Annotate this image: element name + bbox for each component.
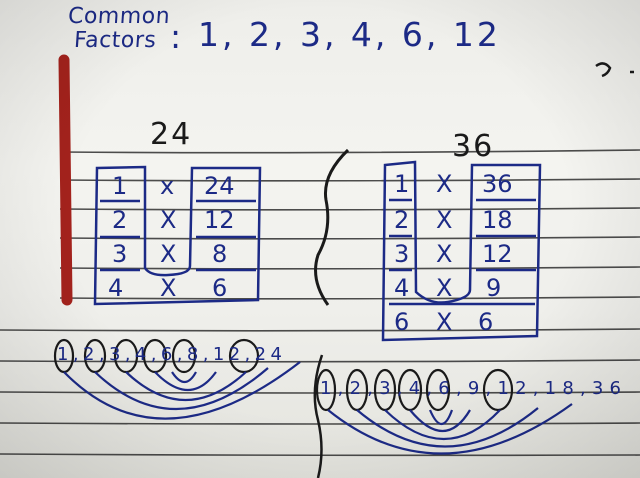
right-row4-x: X	[436, 274, 453, 302]
left-row4-a: 4	[108, 274, 124, 302]
left-number-label: 24	[150, 117, 193, 152]
divider-curve	[314, 148, 350, 306]
red-margin-line	[58, 54, 73, 306]
right-row3-b: 12	[482, 240, 513, 268]
right-row4-b: 9	[486, 274, 502, 302]
right-row2-a: 2	[394, 206, 410, 234]
right-row1-b: 36	[482, 170, 513, 198]
left-row2-b: 12	[204, 206, 235, 234]
right-sequence-circles	[315, 368, 514, 412]
common-label-line1: Common	[67, 4, 172, 29]
right-row3-a: 3	[394, 240, 410, 268]
left-row3-b: 8	[212, 240, 228, 268]
left-row1-x: x	[160, 172, 175, 200]
left-factor-sequence: 1,2,3,4,6,8,12,24	[57, 344, 287, 365]
right-number-label: 36	[452, 129, 495, 164]
right-factor-box	[381, 160, 542, 342]
ruled-lines	[0, 149, 640, 457]
right-row1-a: 1	[394, 170, 410, 198]
left-factor-box	[93, 165, 262, 306]
left-row3-a: 3	[112, 240, 128, 268]
left-row2-x: X	[160, 206, 177, 234]
left-row4-x: X	[160, 274, 177, 302]
left-sequence-circles	[53, 338, 260, 374]
left-row1-b: 24	[204, 172, 235, 200]
right-row5-a: 6	[394, 308, 410, 336]
left-row1-a: 1	[112, 172, 128, 200]
left-sequence-arcs	[63, 361, 301, 420]
right-row5-b: 6	[478, 308, 494, 336]
right-row2-x: X	[436, 206, 453, 234]
right-row4-a: 4	[394, 274, 410, 302]
left-row4-b: 6	[212, 274, 228, 302]
right-row1-x: X	[436, 170, 453, 198]
right-sequence-arcs	[327, 403, 573, 455]
right-factor-sequence: 1,2,3,4,6,9,12,18,36	[320, 378, 628, 399]
factors-label-line2: Factors	[73, 28, 158, 53]
left-row3-x: X	[160, 240, 177, 268]
common-factors-list: 1, 2, 3, 4, 6, 12	[198, 15, 501, 54]
right-row3-x: X	[436, 240, 453, 268]
right-row2-b: 18	[482, 206, 513, 234]
left-row2-a: 2	[112, 206, 128, 234]
right-row5-x: X	[436, 308, 453, 336]
header-colon: :	[170, 17, 185, 56]
